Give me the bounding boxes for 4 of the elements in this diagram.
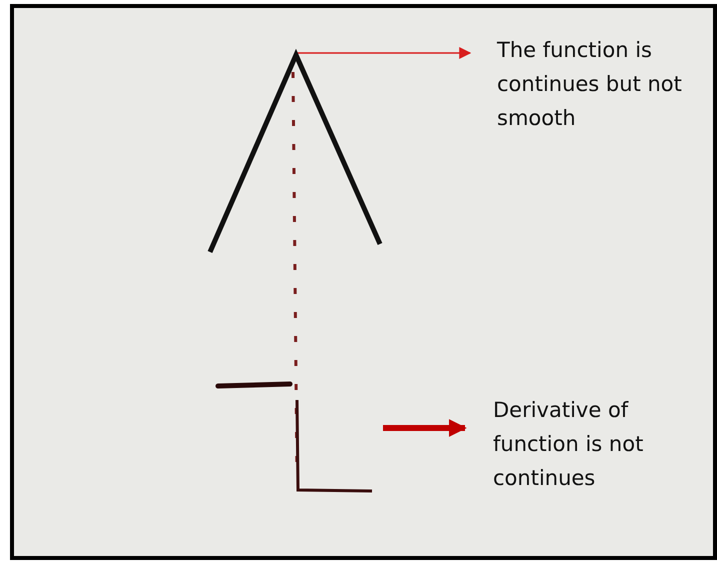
arrow: [383, 419, 467, 437]
annotation-text: Derivative of function is not continues: [493, 397, 644, 492]
arrow: [296, 47, 472, 59]
annotation-text: The function is continues but not smooth: [497, 37, 683, 132]
